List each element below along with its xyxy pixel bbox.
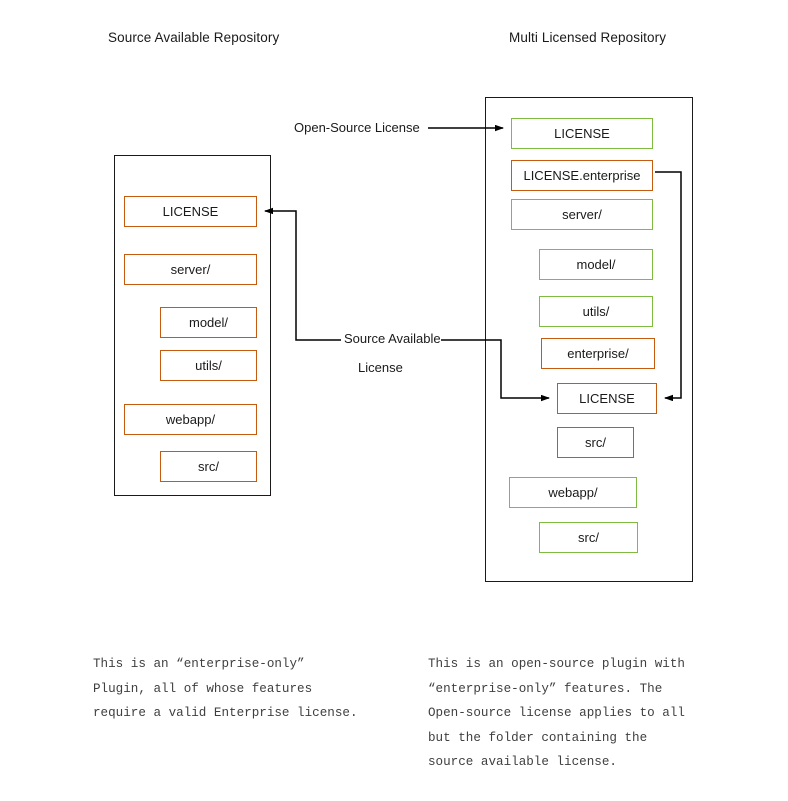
- right-repo-node-utils: utils/: [539, 296, 653, 327]
- left-repo-node-server: server/: [124, 254, 257, 285]
- right-repo-node-license-enterprise: LICENSE.enterprise: [511, 160, 653, 191]
- right-caption-line: but the folder containing the: [428, 730, 648, 745]
- left-repo-node-utils: utils/: [160, 350, 257, 381]
- left-repo-node-license: LICENSE: [124, 196, 257, 227]
- right-repo-node-server: server/: [511, 199, 653, 230]
- right-repo-node-src: src/: [539, 522, 638, 553]
- right-caption-line: source available license.: [428, 755, 617, 769]
- connector-label-source-available-line1: Source Available: [344, 331, 441, 346]
- right-repo-node-license: LICENSE: [511, 118, 653, 149]
- right-repo-caption: This is an open-source plugin with “enter…: [428, 652, 685, 775]
- connector-label-open-source-license: Open-Source License: [294, 120, 420, 135]
- left-repo-node-src: src/: [160, 451, 257, 482]
- right-repo-node-license: LICENSE: [557, 383, 657, 414]
- left-repo-node-webapp: webapp/: [124, 404, 257, 435]
- right-caption-line: Open-source license applies to all: [428, 706, 685, 720]
- connector-label-source-available-line2: License: [358, 360, 403, 375]
- right-repo-node-src: src/: [557, 427, 634, 458]
- left-repo-title: Source Available Repository: [108, 30, 280, 45]
- left-caption-line: require a valid Enterprise license.: [93, 706, 358, 720]
- right-repo-node-model: model/: [539, 249, 653, 280]
- wire-source-available-to-left: [264, 207, 341, 341]
- left-repo-node-model: model/: [160, 307, 257, 338]
- left-repo-caption: This is an “enterprise-only” Plugin, all …: [93, 652, 358, 726]
- left-caption-line: This is an “enterprise-only”: [93, 657, 305, 671]
- right-repo-node-enterprise: enterprise/: [541, 338, 655, 369]
- right-caption-line: “enterprise-only” features. The: [428, 681, 663, 696]
- right-repo-title: Multi Licensed Repository: [509, 30, 667, 45]
- left-caption-line: Plugin, all of whose features: [93, 681, 313, 696]
- right-caption-line: This is an open-source plugin with: [428, 657, 685, 671]
- right-repo-node-webapp: webapp/: [509, 477, 637, 508]
